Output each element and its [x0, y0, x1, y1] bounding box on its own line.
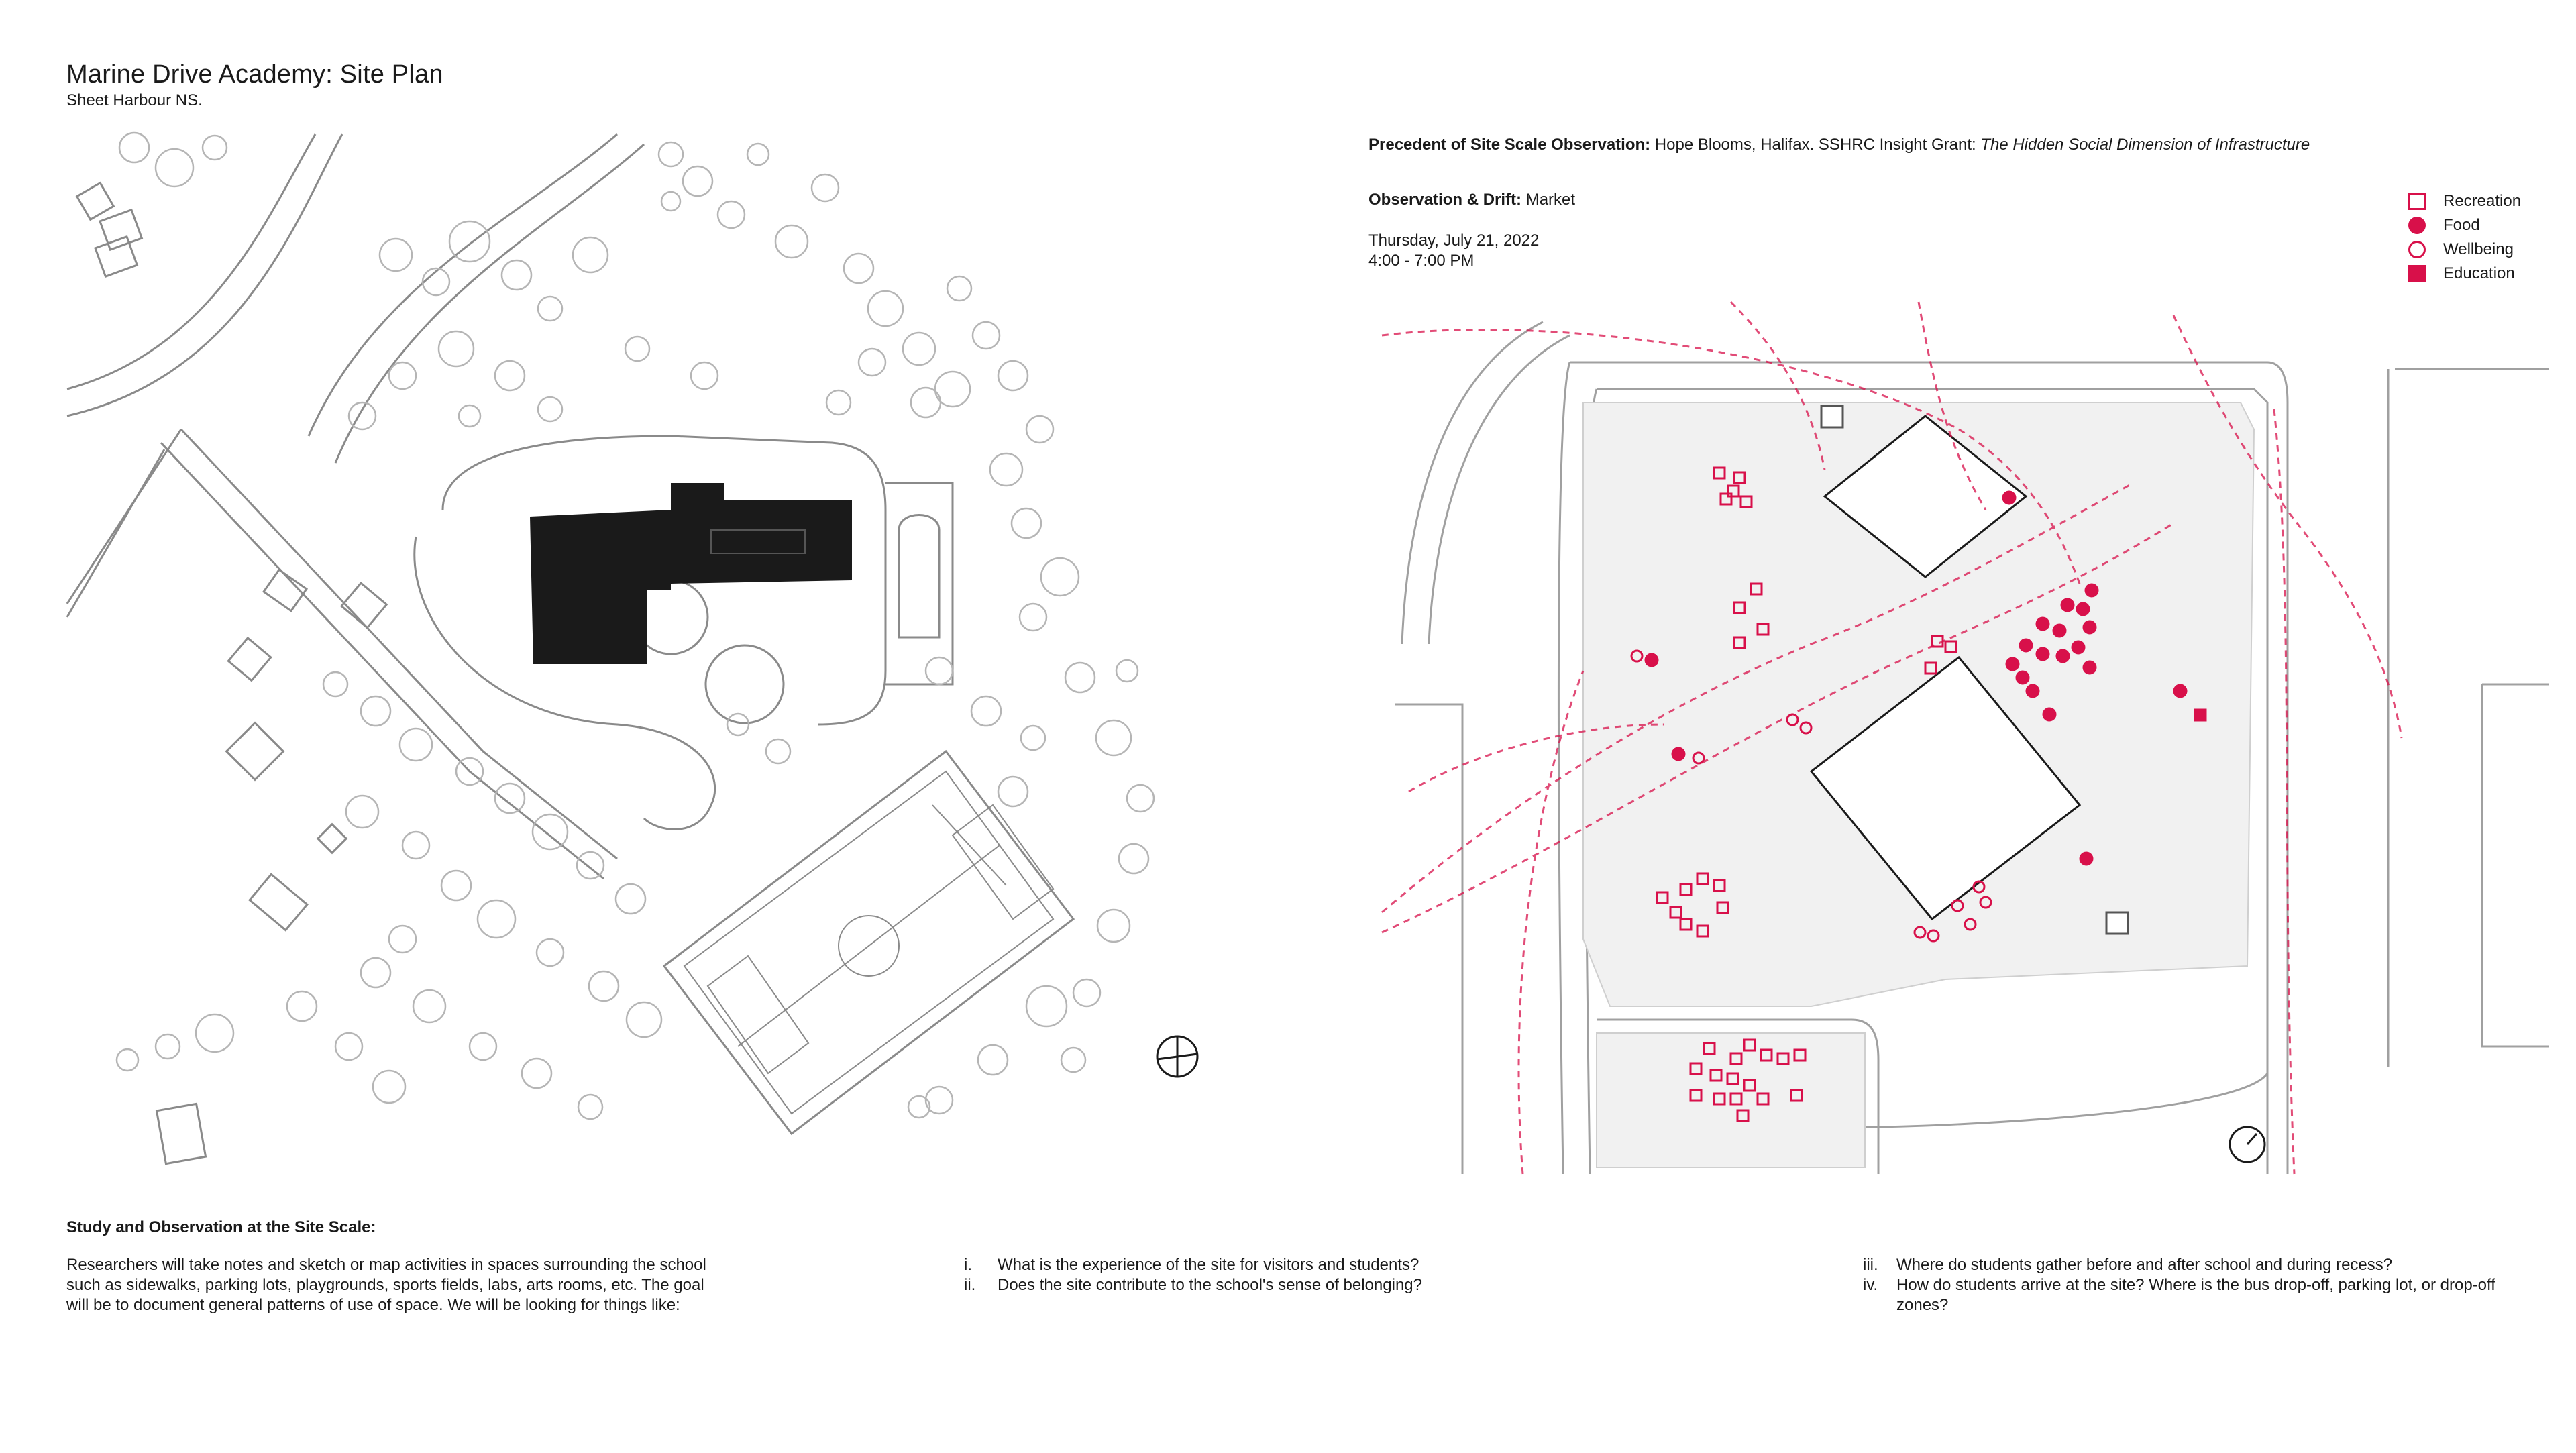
page-subtitle: Sheet Harbour NS. — [66, 91, 203, 109]
filled-circle-icon — [2408, 217, 2426, 234]
compass-icon — [2229, 1126, 2266, 1163]
observation-markers — [1630, 466, 2207, 1122]
road-edge — [334, 143, 645, 464]
education-marker — [2194, 708, 2207, 722]
question-item: i. What is the experience of the site fo… — [964, 1255, 1568, 1275]
legend-item-education: Education — [2408, 262, 2521, 286]
precedent-italic: The Hidden Social Dimension of Infrastru… — [1980, 136, 2310, 154]
road-edge — [307, 133, 618, 437]
page-title: Marine Drive Academy: Site Plan — [66, 60, 443, 89]
road-edge — [66, 133, 343, 417]
precedent-text: Hope Blooms, Halifax. SSHRC Insight Gran… — [1650, 136, 1981, 154]
observation-datetime: Thursday, July 21, 2022 4:00 - 7:00 PM — [1368, 231, 1539, 271]
question-number: iii. — [1863, 1256, 1878, 1274]
tree-canopy — [115, 131, 1155, 1120]
precedent-buildings — [1809, 415, 2082, 921]
question-text: Does the site contribute to the school's… — [998, 1276, 1422, 1294]
precedent-line: Precedent of Site Scale Observation: Hop… — [1368, 136, 2310, 154]
observation-label: Observation & Drift: — [1368, 191, 1522, 209]
observation-value: Market — [1521, 191, 1576, 209]
legend-item-recreation: Recreation — [2408, 189, 2521, 213]
north-arrow-icon — [1156, 1035, 1199, 1078]
precedent-label: Precedent of Site Scale Observation: — [1368, 136, 1651, 154]
hollow-square-icon — [2408, 193, 2426, 210]
question-text: What is the experience of the site for v… — [998, 1256, 1419, 1274]
filled-square-icon — [2408, 265, 2426, 282]
questions-column-2: iii. Where do students gather before and… — [1863, 1255, 2547, 1315]
wellbeing-markers — [1630, 649, 1992, 943]
observation-date: Thursday, July 21, 2022 — [1368, 231, 1540, 250]
question-item: iii. Where do students gather before and… — [1863, 1255, 2547, 1275]
study-heading: Study and Observation at the Site Scale: — [66, 1218, 376, 1236]
question-text: How do students arrive at the site? Wher… — [1896, 1276, 2496, 1314]
question-text: Where do students gather before and afte… — [1896, 1256, 2393, 1274]
observation-line: Observation & Drift: Market — [1368, 191, 1575, 209]
legend-item-wellbeing: Wellbeing — [2408, 237, 2521, 262]
question-number: ii. — [964, 1276, 976, 1294]
question-number: iv. — [1863, 1276, 1878, 1294]
questions-column-1: i. What is the experience of the site fo… — [964, 1255, 1568, 1295]
hollow-circle-icon — [2408, 241, 2426, 258]
legend-item-food: Food — [2408, 213, 2521, 237]
legend-label: Education — [2443, 264, 2515, 282]
road-edge — [66, 133, 317, 390]
question-number: i. — [964, 1256, 972, 1274]
question-item: ii. Does the site contribute to the scho… — [964, 1275, 1568, 1295]
legend-label: Recreation — [2443, 192, 2522, 210]
school-building — [530, 483, 852, 664]
legend: Recreation Food Wellbeing Education — [2408, 189, 2521, 286]
recreation-markers — [1656, 466, 1957, 1122]
legend-label: Wellbeing — [2443, 240, 2514, 258]
drift-paths — [1381, 301, 2403, 1175]
food-markers — [1644, 490, 2188, 866]
question-item: iv. How do students arrive at the site? … — [1863, 1275, 2547, 1315]
observation-time: 4:00 - 7:00 PM — [1368, 252, 1474, 270]
site-plan-left — [66, 131, 1199, 1165]
study-paragraph: Researchers will take notes and sketch o… — [66, 1256, 706, 1314]
legend-label: Food — [2443, 216, 2480, 234]
